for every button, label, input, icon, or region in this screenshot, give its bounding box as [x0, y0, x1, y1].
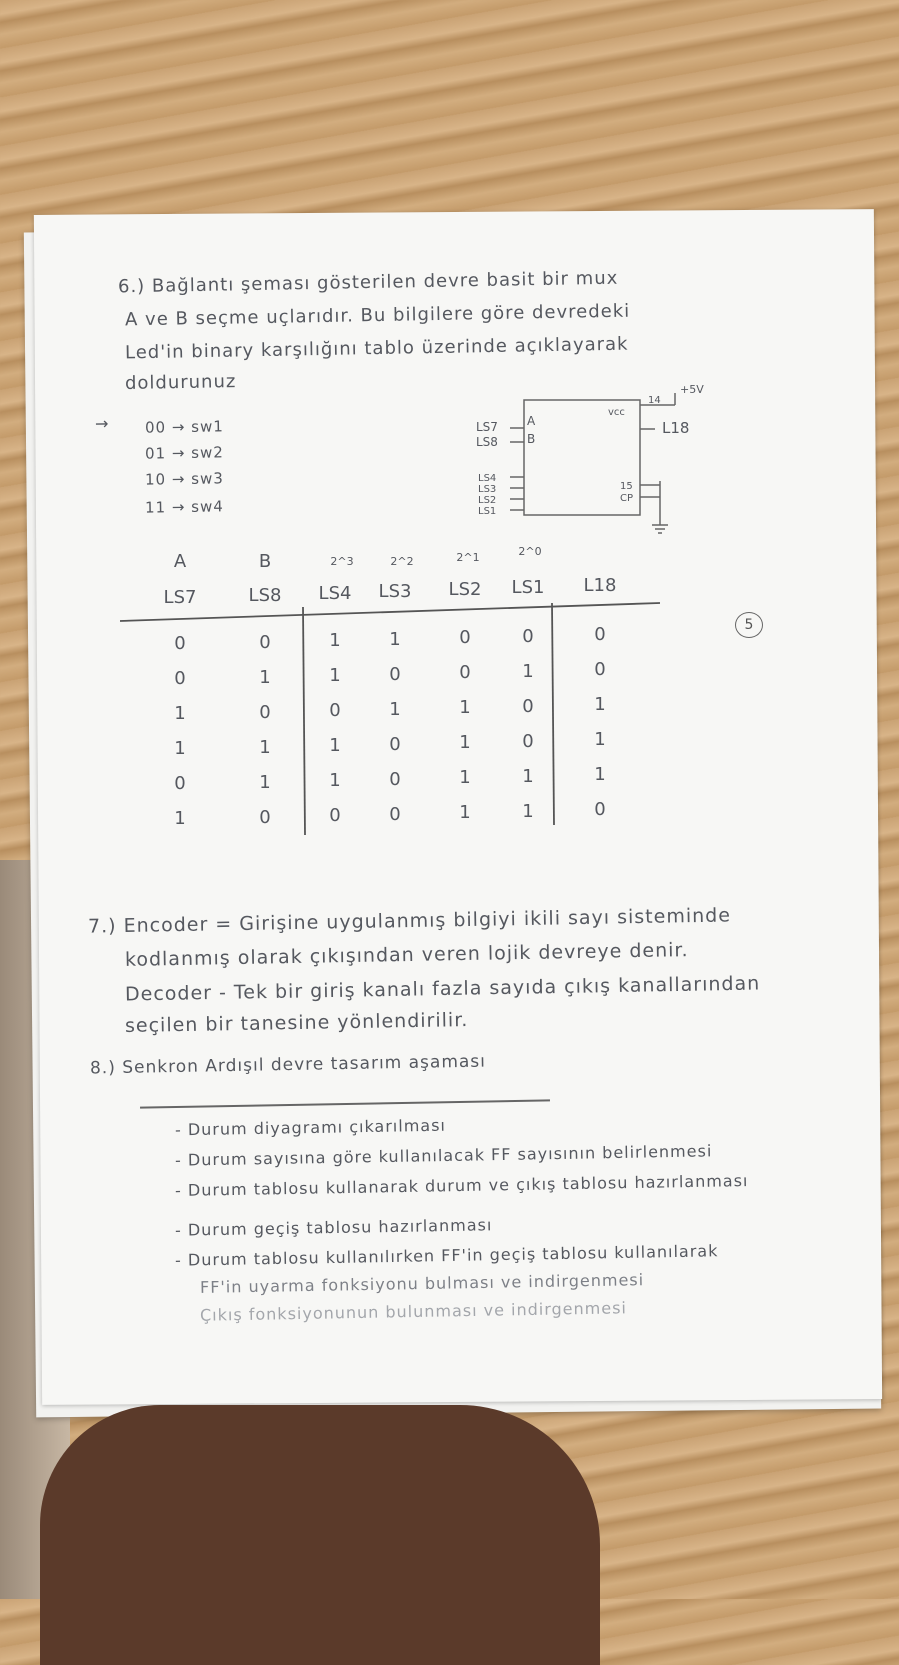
table-cell: 1 — [522, 800, 534, 822]
table-cell: 1 — [459, 697, 471, 718]
q6-line-4: doldurunuz — [124, 371, 237, 394]
column-header: LS7 — [163, 587, 197, 608]
table-cell: 1 — [259, 771, 271, 793]
mapping-1: 00 → sw1 — [144, 417, 224, 437]
table-cell: 1 — [594, 729, 606, 750]
table-cell: 1 — [259, 736, 271, 758]
column-header: LS4 — [318, 583, 352, 604]
table-cell: 1 — [329, 630, 341, 651]
table-cell: 0 — [594, 799, 606, 820]
table-cell: 0 — [259, 631, 271, 653]
column-header: LS1 — [511, 577, 545, 598]
table-cell: 0 — [522, 695, 534, 717]
table-cell: 0 — [174, 773, 186, 794]
table-cell: 0 — [259, 806, 271, 828]
person-lap — [40, 1405, 600, 1665]
table-cell: 1 — [522, 765, 534, 787]
weight-2-1: 2^1 — [456, 551, 480, 564]
output-label: L18 — [662, 419, 689, 437]
table-cell: 0 — [174, 633, 186, 654]
table-cell: 0 — [459, 662, 471, 683]
top-label-b: B — [258, 551, 272, 572]
table-cell: 1 — [174, 738, 186, 759]
table-cell: 0 — [389, 733, 401, 755]
table-cell: 0 — [174, 668, 186, 689]
table-cell: 1 — [459, 732, 471, 753]
truth-table: A B 2^3 2^2 2^1 2^0 LS7 LS8 LS4 LS3 LS2 LS1 L1… — [120, 545, 680, 845]
label-ls3: LS3 — [478, 484, 496, 495]
mux-circuit-diagram: LS7 LS8 A B LS4 LS3 LS2 LS1 vcc 14 +5V L… — [476, 385, 704, 534]
table-cell: 1 — [329, 735, 341, 756]
label-ls7: LS7 — [476, 420, 498, 434]
mapping-4: 11 → sw4 — [144, 497, 224, 517]
supply-label: +5V — [680, 385, 704, 396]
mapping-3: 10 → sw3 — [144, 469, 224, 489]
table-cell: 0 — [329, 700, 341, 721]
table-cell: 1 — [259, 666, 271, 688]
table-cell: 0 — [329, 805, 341, 826]
table-cell: 1 — [329, 665, 341, 686]
table-cell: 1 — [594, 694, 606, 715]
label-ls2: LS2 — [478, 495, 496, 506]
cp-label: CP — [620, 493, 633, 504]
pin-b: B — [527, 432, 535, 446]
mapping-2: 01 → sw2 — [144, 443, 224, 463]
pin-a: A — [527, 414, 536, 428]
table-cell: 0 — [594, 624, 606, 645]
table-cell: 1 — [174, 703, 186, 724]
table-cell: 0 — [522, 625, 534, 647]
table-cell: 0 — [389, 663, 401, 685]
column-header: L18 — [583, 575, 617, 596]
column-header: LS8 — [248, 585, 282, 606]
table-cell: 1 — [329, 770, 341, 791]
table-cell: 1 — [389, 628, 401, 650]
weight-2-2: 2^2 — [390, 555, 414, 568]
table-cell: 1 — [522, 660, 534, 682]
truth-table-lines — [120, 602, 661, 836]
pin14-label: 14 — [648, 395, 661, 406]
table-cell: 1 — [174, 808, 186, 829]
table-cell: 1 — [459, 767, 471, 788]
table-cell: 1 — [459, 802, 471, 823]
table-cell: 0 — [389, 803, 401, 825]
pin15-label: 15 — [620, 481, 633, 492]
label-ls4: LS4 — [478, 473, 496, 484]
mux-chip — [523, 399, 641, 516]
answer-arrow: → — [94, 413, 110, 434]
top-label-a: A — [173, 551, 187, 572]
weight-2-3: 2^3 — [330, 555, 354, 568]
table-cell: 0 — [259, 701, 271, 723]
grade-circle: 5 — [735, 612, 763, 638]
table-cell: 1 — [389, 698, 401, 720]
column-header: LS3 — [378, 581, 412, 602]
label-ls1: LS1 — [478, 506, 496, 517]
label-ls8: LS8 — [476, 435, 498, 449]
weight-2-0: 2^0 — [518, 545, 542, 558]
table-cell: 1 — [594, 764, 606, 785]
table-cell: 0 — [522, 730, 534, 752]
column-header: LS2 — [448, 579, 482, 600]
table-cell: 0 — [389, 768, 401, 790]
table-cell: 0 — [594, 659, 606, 680]
vcc-label: vcc — [608, 407, 625, 418]
table-cell: 0 — [459, 627, 471, 648]
